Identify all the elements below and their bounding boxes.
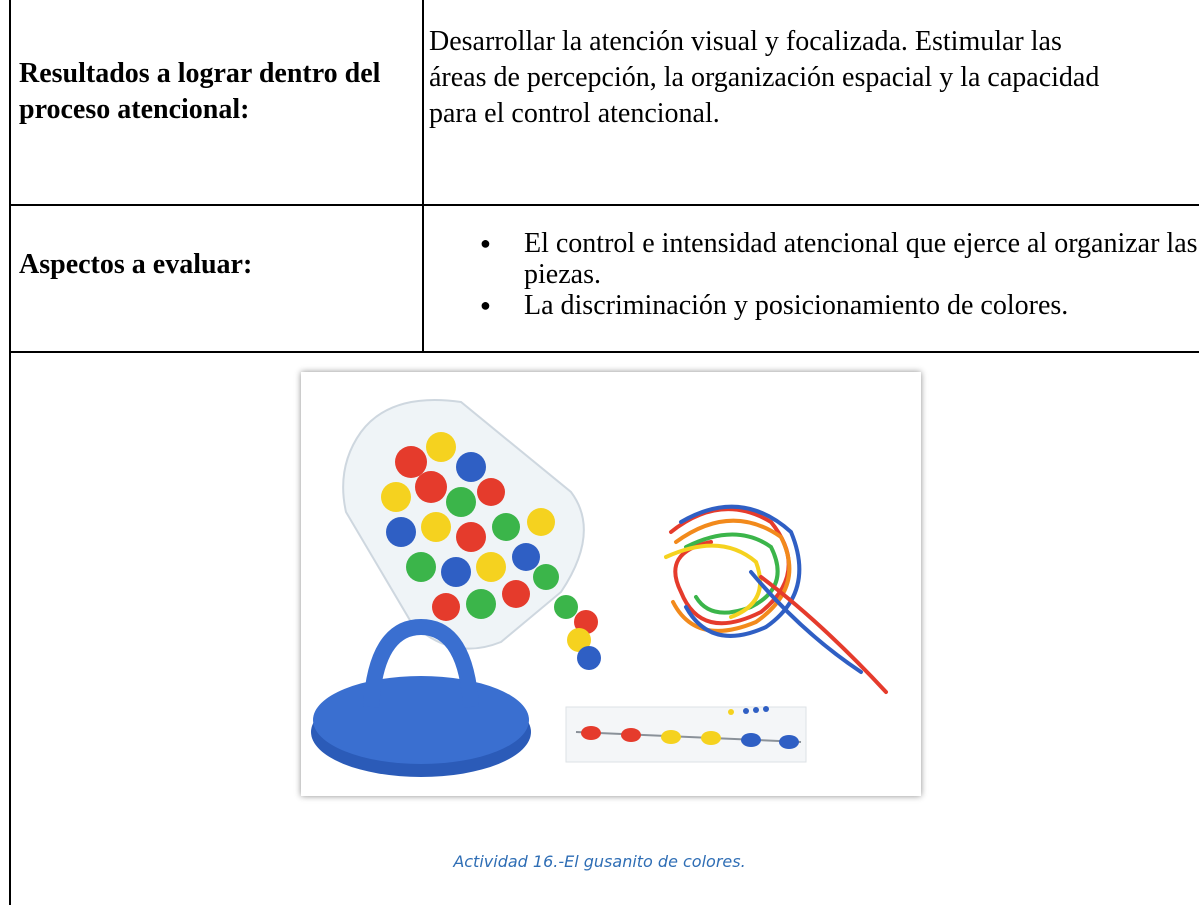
list-item: ● El control e intensidad atencional que…: [454, 228, 1199, 290]
row1-description: Desarrollar la atención visual y focaliz…: [429, 26, 1100, 129]
list-item: ● La discriminación y posicionamiento de…: [454, 290, 1199, 321]
spilled-beads: [554, 595, 601, 670]
bullet-icon: ●: [480, 233, 491, 253]
activity-image: [301, 372, 921, 796]
jar: [342, 399, 585, 650]
beads-illustration: [311, 399, 888, 777]
aspects-list: ● El control e intensidad atencional que…: [454, 228, 1199, 321]
list-item-text: La discriminación y posicionamiento de c…: [524, 290, 1069, 321]
table-border-row2: [9, 351, 1199, 353]
figure-caption: Actividad 16.-El gusanito de colores.: [453, 852, 746, 871]
row1-label: Resultados a lograr dentro del proceso a…: [19, 58, 381, 125]
table-border-left: [9, 0, 11, 905]
list-item-text: El control e intensidad atencional que e…: [524, 228, 1198, 290]
table-border-row1: [9, 204, 1199, 206]
bullet-icon: ●: [480, 295, 491, 315]
laces: [664, 504, 888, 694]
lid: [311, 618, 531, 777]
pattern-card: [565, 706, 807, 763]
table-border-column: [422, 0, 424, 352]
row2-label: Aspectos a evaluar:: [19, 249, 253, 280]
